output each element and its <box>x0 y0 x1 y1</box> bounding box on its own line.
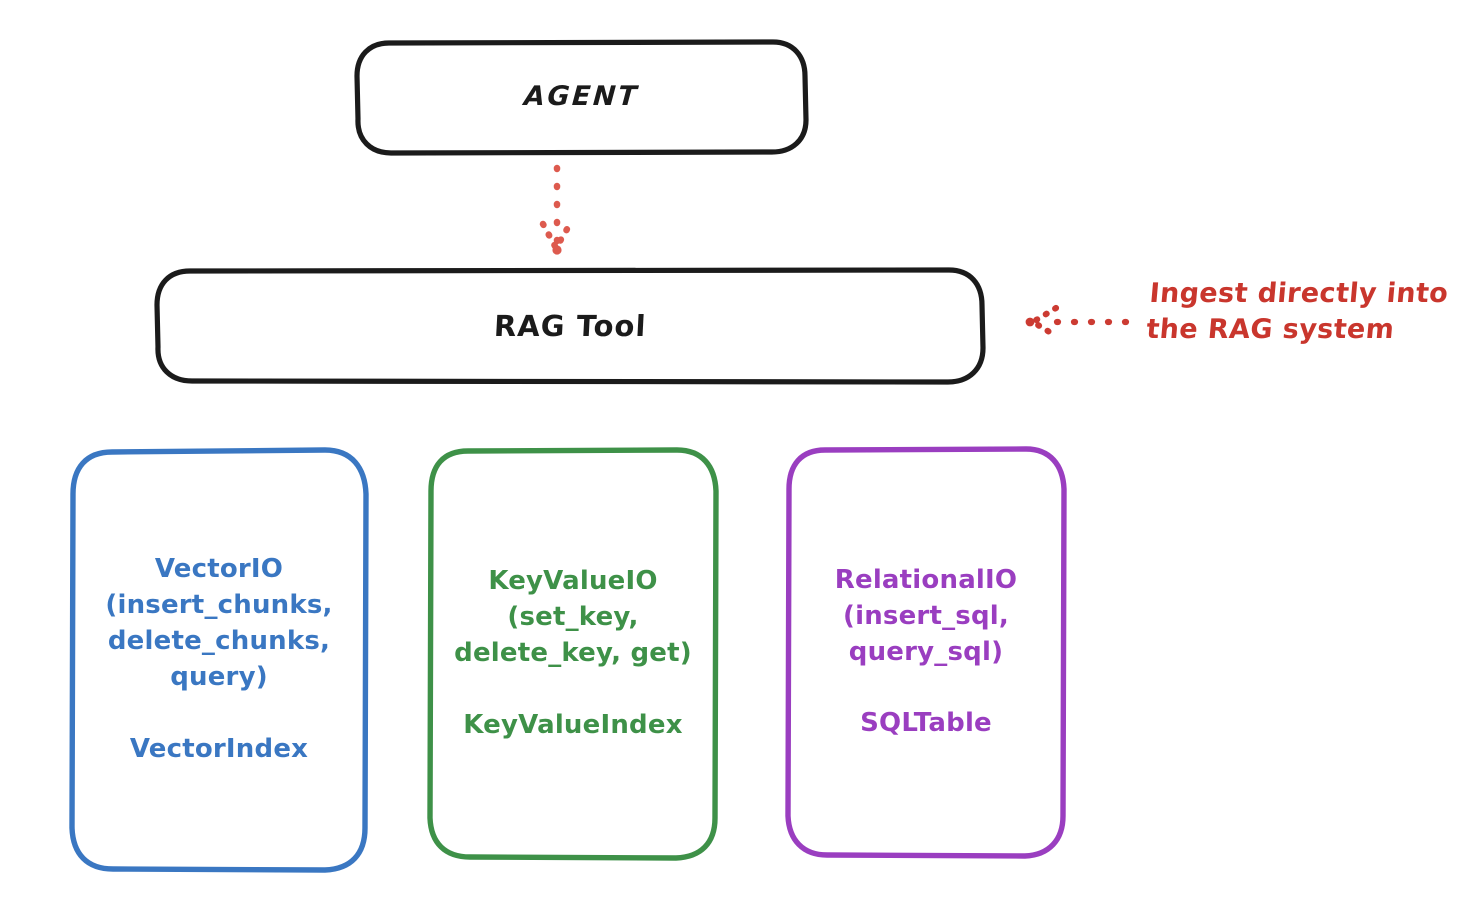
vector-io-label: VectorIO (insert_chunks, delete_chunks, … <box>105 554 333 764</box>
ingest-to-rag-tool-connector <box>1025 304 1130 340</box>
relational-io-box-outline <box>785 446 1067 859</box>
vector-io-box-outline <box>69 447 369 873</box>
vector-io-box[interactable]: VectorIO (insert_chunks, delete_chunks, … <box>72 450 366 870</box>
rag-tool-box[interactable]: RAG Tool <box>157 270 983 382</box>
agent-label: AGENT <box>522 81 641 113</box>
ingest-annotation-text: Ingest directly into the RAG system <box>1145 278 1450 346</box>
agent-box-outline <box>354 39 809 156</box>
agent-box[interactable]: AGENT <box>357 42 806 153</box>
key-value-io-box[interactable]: KeyValueIO (set_key, delete_key, get) Ke… <box>430 450 716 858</box>
key-value-io-box-outline <box>427 447 719 861</box>
relational-io-box[interactable]: RelationalIO (insert_sql, query_sql) SQL… <box>788 449 1064 856</box>
rag-tool-box-outline <box>154 267 986 385</box>
agent-to-rag-tool-connector <box>539 164 574 255</box>
relational-io-label: RelationalIO (insert_sql, query_sql) SQL… <box>834 564 1018 739</box>
rag-tool-label: RAG Tool <box>492 308 648 343</box>
ingest-annotation: Ingest directly into the RAG system <box>1145 276 1478 348</box>
key-value-io-label: KeyValueIO (set_key, delete_key, get) Ke… <box>454 566 692 740</box>
